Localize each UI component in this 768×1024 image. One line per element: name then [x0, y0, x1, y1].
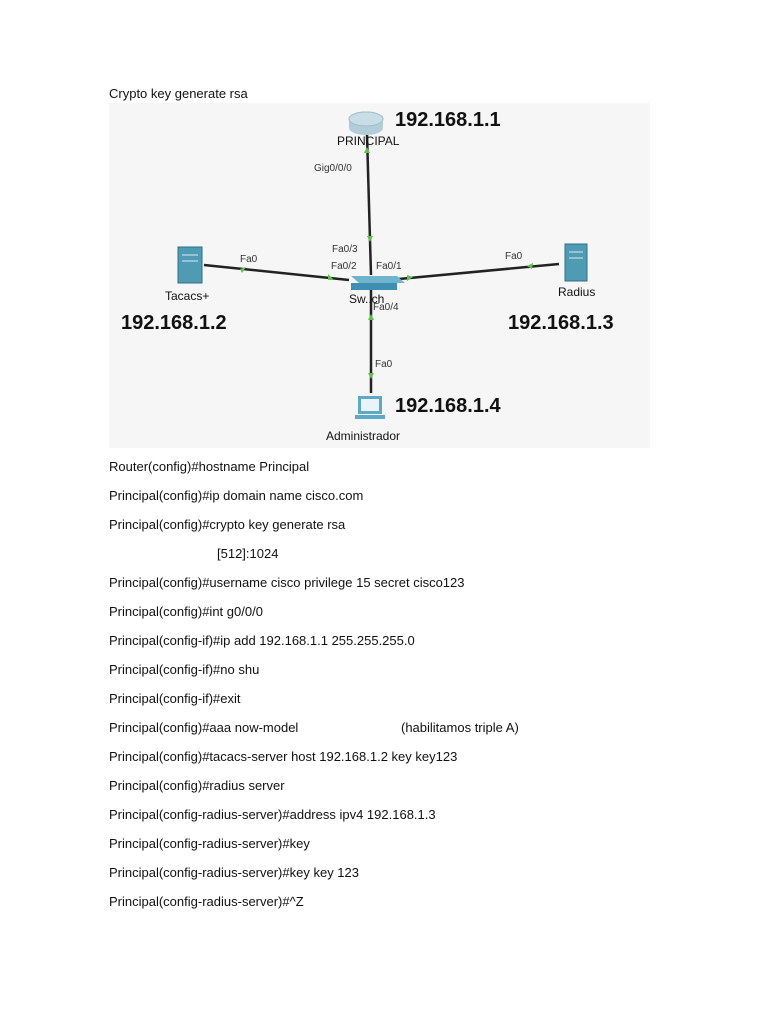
admin-ip: 192.168.1.4 — [395, 395, 502, 417]
command-text: Principal(config)#int g0/0/0 — [109, 604, 263, 619]
command-line: Principal(config)#username cisco privile… — [109, 575, 465, 604]
router-label: PRINCIPAL — [337, 134, 400, 148]
command-line: Principal(config-if)#ip add 192.168.1.1 … — [109, 633, 465, 662]
command-text: Principal(config-if)#exit — [109, 691, 241, 706]
switch-port-to-admin: Fa0/4 — [373, 302, 399, 313]
command-line: Principal(config)#ip domain name cisco.c… — [109, 488, 465, 517]
command-text: Principal(config)#ip domain name cisco.c… — [109, 488, 364, 503]
link-tacacs-switch — [203, 263, 350, 282]
tacacs-server-icon — [177, 246, 203, 284]
command-line: Principal(config-if)#no shu — [109, 662, 465, 691]
command-text: [512]:1024 — [217, 546, 279, 561]
command-line: Principal(config)#tacacs-server host 192… — [109, 749, 465, 778]
command-line: Principal(config)#int g0/0/0 — [109, 604, 465, 633]
radius-server-icon — [564, 243, 588, 282]
link-up-marker — [328, 274, 334, 280]
command-text: Principal(config)#aaa now-model — [109, 720, 299, 735]
radius-label: Radius — [558, 285, 595, 299]
switch-port-to-router: Fa0/3 — [332, 244, 358, 255]
command-text: Principal(config)#tacacs-server host 192… — [109, 749, 458, 764]
router-icon — [348, 111, 384, 135]
command-line: Principal(config)#radius server — [109, 778, 465, 807]
tacacs-label: Tacacs+ — [165, 289, 209, 303]
command-text: Principal(config)#crypto key generate rs… — [109, 517, 346, 532]
switch-icon — [351, 276, 405, 290]
router-port-label: Gig0/0/0 — [314, 163, 352, 174]
command-line: Principal(config-radius-server)#^Z — [109, 894, 465, 923]
command-line: [512]:1024 — [109, 546, 465, 575]
link-up-marker — [364, 147, 370, 153]
command-text: Principal(config-radius-server)#address … — [109, 807, 436, 822]
network-topology-figure: 192.168.1.1 PRINCIPAL Gig0/0/0 Fa0 Tacac… — [109, 103, 650, 448]
radius-port-label: Fa0 — [505, 251, 523, 262]
link-up-marker — [368, 373, 374, 379]
admin-label: Administrador — [326, 429, 400, 443]
link-up-marker — [240, 267, 246, 273]
admin-pc-icon — [355, 396, 385, 419]
command-text: Principal(config)#username cisco privile… — [109, 575, 465, 590]
switch-port-to-radius: Fa0/1 — [376, 261, 402, 272]
command-text: Router(config)#hostname Principal — [109, 459, 310, 474]
command-line: Principal(config)#crypto key generate rs… — [109, 517, 465, 546]
command-text: Principal(config-radius-server)#key key … — [109, 865, 359, 880]
command-text: Principal(config-radius-server)#key — [109, 836, 310, 851]
radius-ip: 192.168.1.3 — [508, 312, 614, 334]
link-up-marker — [368, 314, 374, 320]
tacacs-ip: 192.168.1.2 — [121, 312, 227, 334]
link-up-marker — [367, 236, 373, 242]
admin-port-label: Fa0 — [375, 359, 393, 370]
link-up-marker — [407, 275, 413, 281]
topology-svg: 192.168.1.1 PRINCIPAL Gig0/0/0 Fa0 Tacac… — [121, 109, 614, 443]
command-line: Principal(config-radius-server)#key — [109, 836, 465, 865]
command-note: (habilitamos triple A) — [401, 720, 519, 735]
command-line: Principal(config-radius-server)#address … — [109, 807, 465, 836]
command-line: Router(config)#hostname Principal — [109, 459, 465, 488]
link-router-switch — [365, 134, 373, 276]
command-text: Principal(config)#radius server — [109, 778, 285, 793]
command-line: Principal(config)#aaa now-model (habilita… — [109, 720, 519, 749]
page-heading: Crypto key generate rsa — [109, 86, 248, 101]
link-switch-radius — [398, 262, 560, 281]
switch-label: Sw..ch — [349, 292, 384, 306]
command-text: Principal(config-if)#no shu — [109, 662, 260, 677]
command-line: Principal(config-if)#exit — [109, 691, 465, 720]
switch-port-to-tacacs: Fa0/2 — [331, 261, 357, 272]
command-text: Principal(config-radius-server)#^Z — [109, 894, 304, 909]
command-line: Principal(config-radius-server)#key key … — [109, 865, 465, 894]
command-text: Principal(config-if)#ip add 192.168.1.1 … — [109, 633, 415, 648]
link-up-marker — [527, 263, 533, 269]
tacacs-port-label: Fa0 — [240, 254, 258, 265]
router-ip: 192.168.1.1 — [395, 109, 501, 131]
